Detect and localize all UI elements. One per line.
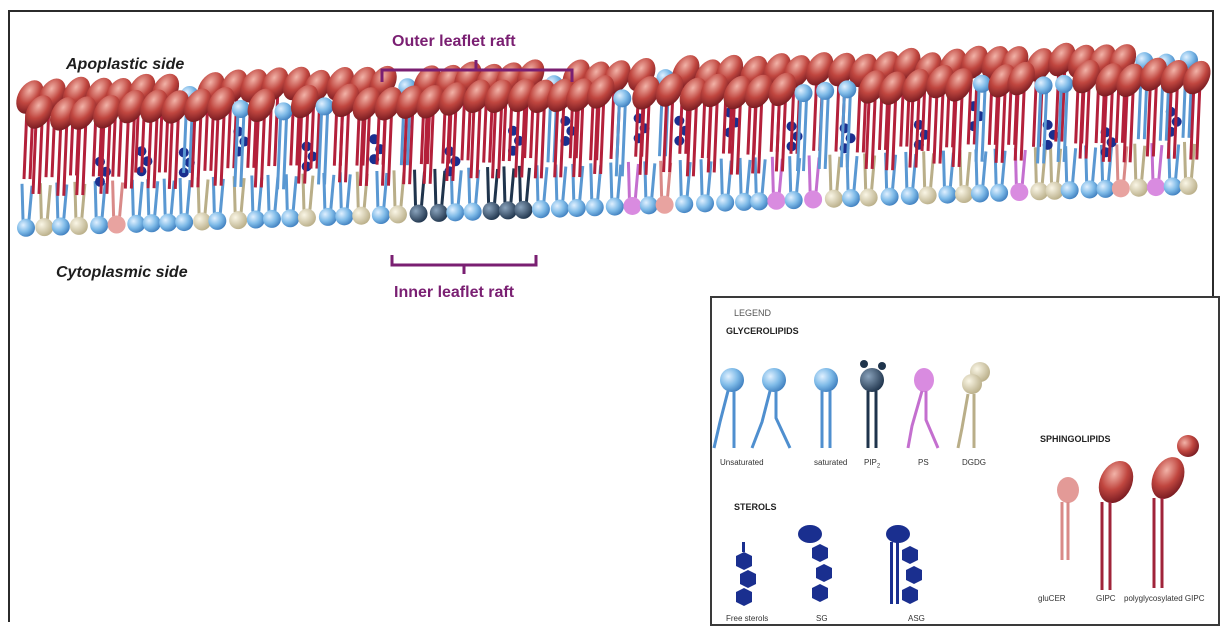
legend-label-gipc: GIPC (1096, 594, 1116, 603)
ps-lipid-icon (908, 368, 938, 448)
legend-label-unsaturated: Unsaturated (720, 458, 764, 467)
dgdg-lipid-icon (958, 362, 990, 448)
legend-label-glucer: gluCER (1038, 594, 1066, 603)
glucer-sphingolipid-icon (1057, 477, 1079, 560)
lipid-bilayer (11, 38, 1217, 237)
free-sterol-icon (736, 542, 756, 606)
inner-raft-bracket (392, 255, 536, 274)
polyglycosylated-gipc-icon (1145, 435, 1199, 588)
asg-sterol-icon (886, 525, 922, 604)
legend-title: LEGEND (734, 308, 771, 318)
membrane-diagram (0, 0, 1222, 300)
pip-lipid-icon (860, 360, 886, 448)
legend-box: LEGEND GLYCEROLIPIDS Unsaturated saturat… (710, 296, 1220, 626)
legend-label-asg: ASG (908, 614, 925, 623)
apoplastic-side-label: Apoplastic side (66, 56, 184, 74)
cytoplasmic-side-label: Cytoplasmic side (56, 264, 188, 282)
inner-leaflet-raft-label: Inner leaflet raft (394, 284, 514, 302)
legend-label-free-sterols: Free sterols (726, 614, 768, 623)
sterols-heading: STEROLS (734, 502, 777, 512)
legend-label-dgdg: DGDG (962, 458, 986, 467)
legend-label-saturated: saturated (814, 458, 847, 467)
outer-leaflet-raft-label: Outer leaflet raft (392, 33, 516, 51)
glycerolipids-heading: GLYCEROLIPIDS (726, 326, 799, 336)
legend-label-ps: PS (918, 458, 929, 467)
unsaturated-lipid-icon (714, 368, 790, 448)
legend-label-sg: SG (816, 614, 828, 623)
sg-sterol-icon (798, 525, 832, 602)
gipc-sphingolipid-icon (1092, 455, 1140, 590)
legend-label-pip: PIP2 (864, 458, 880, 470)
legend-label-polyglycosylated-gipc: polyglycosylated GIPC (1124, 594, 1204, 603)
saturated-lipid-icon (814, 368, 838, 448)
sphingolipids-heading: SPHINGOLIPIDS (1040, 434, 1111, 444)
